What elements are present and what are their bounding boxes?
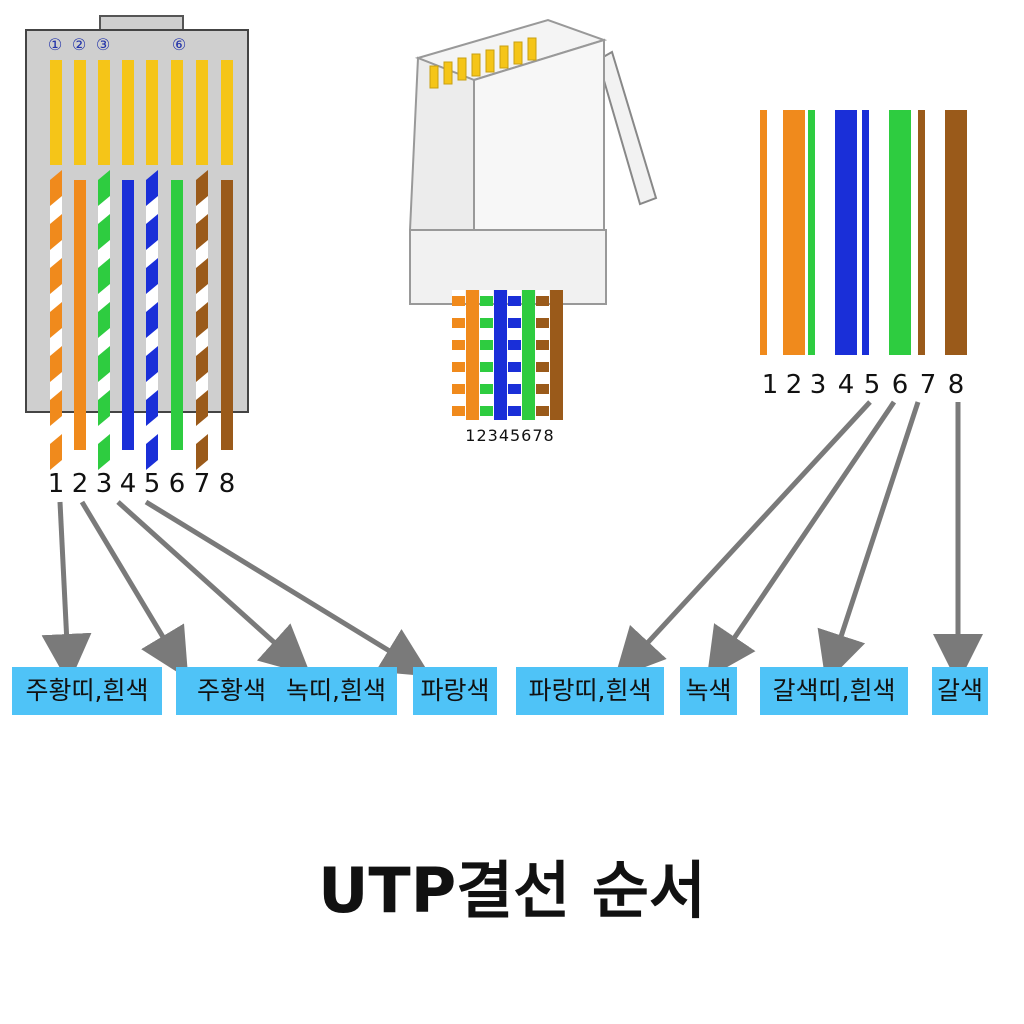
gold-contact — [196, 60, 208, 165]
pin-number: 3 — [96, 469, 113, 499]
pin-number: 2 — [72, 469, 89, 499]
gold-contact — [485, 49, 495, 73]
wire-1 — [50, 170, 62, 470]
gold-contact — [74, 60, 86, 165]
wire-2 — [466, 290, 479, 420]
arrow-pin-1 — [41, 501, 92, 684]
wire-label-7: 갈색띠,흰색 — [760, 667, 908, 715]
pin-number: 3 — [810, 370, 827, 400]
wire-label-5: 파랑띠,흰색 — [516, 667, 664, 715]
wire-3 — [98, 170, 110, 470]
wire-4 — [494, 290, 507, 420]
arrow-pin-4 — [144, 499, 432, 677]
gold-contact — [443, 61, 453, 85]
wire-8 — [550, 290, 563, 420]
wire-5 — [862, 110, 882, 355]
wire-label-3: 녹띠,흰색 — [275, 667, 397, 715]
wire-2 — [74, 180, 86, 450]
pin-number: 5 — [864, 370, 881, 400]
wire-7 — [918, 110, 938, 355]
pin-number: 4 — [120, 469, 137, 499]
gold-contact — [122, 60, 134, 165]
gold-contacts — [429, 37, 537, 89]
pin-number: 6 — [892, 370, 909, 400]
pin-number: 6 — [169, 469, 186, 499]
gold-contact — [50, 60, 62, 165]
circled-number-2: ② — [72, 35, 86, 54]
wire-4 — [122, 180, 134, 450]
wire-bundle — [452, 290, 563, 420]
gold-contact — [429, 65, 439, 89]
circled-number-6: ⑥ — [172, 35, 186, 54]
gold-contact — [171, 60, 183, 165]
gold-contact — [146, 60, 158, 165]
wire-3 — [480, 290, 493, 420]
wire-4 — [835, 110, 857, 355]
pin-number: 7 — [920, 370, 937, 400]
pin-number: 5 — [144, 469, 161, 499]
pin-number: 2 — [786, 370, 803, 400]
page-title: UTP결선 순서 — [318, 854, 706, 927]
pin-number: 7 — [194, 469, 211, 499]
gold-contacts — [50, 60, 233, 165]
wire-bundle — [760, 110, 967, 355]
pin-number: 8 — [948, 370, 965, 400]
wire-1 — [452, 290, 465, 420]
wire-5 — [146, 170, 158, 470]
wire-label-6: 녹색 — [680, 667, 737, 715]
wire-label-2: 주황색 — [176, 667, 287, 715]
gold-contact — [471, 53, 481, 77]
wire-7 — [536, 290, 549, 420]
wire-8 — [221, 180, 233, 450]
wire-7 — [196, 170, 208, 470]
arrow-pin-5 — [614, 400, 872, 679]
center-pin-numbers: 12345678 — [465, 426, 554, 445]
arrow-pin-2 — [79, 500, 189, 680]
connector-arrows — [41, 400, 983, 684]
arrow-pin-6 — [706, 400, 897, 679]
plug-latch — [596, 50, 658, 206]
gold-contact — [527, 37, 537, 61]
wire-1 — [760, 110, 780, 355]
arrow-pin-7 — [817, 401, 921, 684]
wire-5 — [508, 290, 521, 420]
rj45-plug-illustration: 12345678 — [409, 18, 658, 445]
pin-number: 8 — [219, 469, 236, 499]
arrow-pin-3 — [116, 500, 311, 676]
gold-contact — [499, 45, 509, 69]
wire-label-1: 주황띠,흰색 — [12, 667, 162, 715]
wire-label-8: 갈색 — [932, 667, 988, 715]
circled-number-1: ① — [48, 35, 62, 54]
wire-6 — [171, 180, 183, 450]
wire-label-4: 파랑색 — [413, 667, 497, 715]
wire-2 — [783, 110, 805, 355]
wire-8 — [945, 110, 967, 355]
gold-contact — [221, 60, 233, 165]
wire-3 — [808, 110, 828, 355]
wire-6 — [522, 290, 535, 420]
wire-bundle — [50, 170, 233, 470]
wire-6 — [889, 110, 911, 355]
gold-contact — [513, 41, 523, 65]
connector-body — [25, 29, 249, 413]
circled-number-3: ③ — [96, 35, 110, 54]
gold-contact — [98, 60, 110, 165]
pin-number: 1 — [762, 370, 779, 400]
pin-number: 1 — [48, 469, 65, 499]
pin-number: 4 — [838, 370, 855, 400]
gold-contact — [457, 57, 467, 81]
